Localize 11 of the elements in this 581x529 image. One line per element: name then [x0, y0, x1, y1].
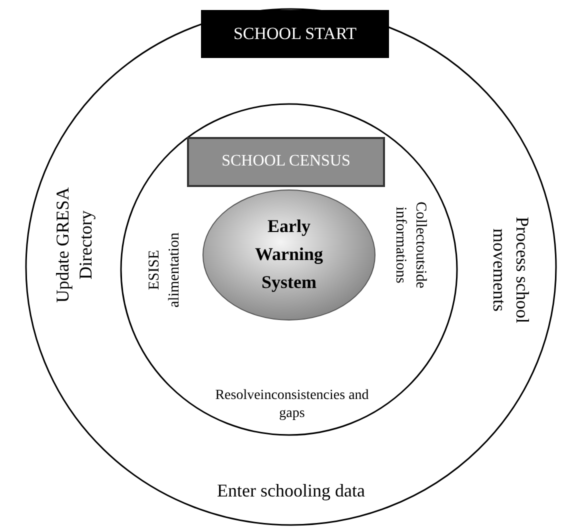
- stage-label: SCHOOL START: [232, 22, 358, 45]
- action-text: Collectoutside informations: [392, 200, 430, 290]
- stage-label: SCHOOL CENSUS: [220, 152, 352, 172]
- stage-banner: [187, 137, 385, 187]
- core-label: Early Warning System: [254, 215, 324, 294]
- action-text: Process school movements: [488, 216, 534, 326]
- action-text: Update GRESA Directory: [52, 186, 97, 305]
- action-text: Resolveinconsistencies and gaps: [214, 386, 370, 423]
- action-text: ESISE alimentation: [146, 232, 183, 310]
- action-text: Enter schooling data: [216, 479, 366, 502]
- stage-banner: [201, 10, 389, 58]
